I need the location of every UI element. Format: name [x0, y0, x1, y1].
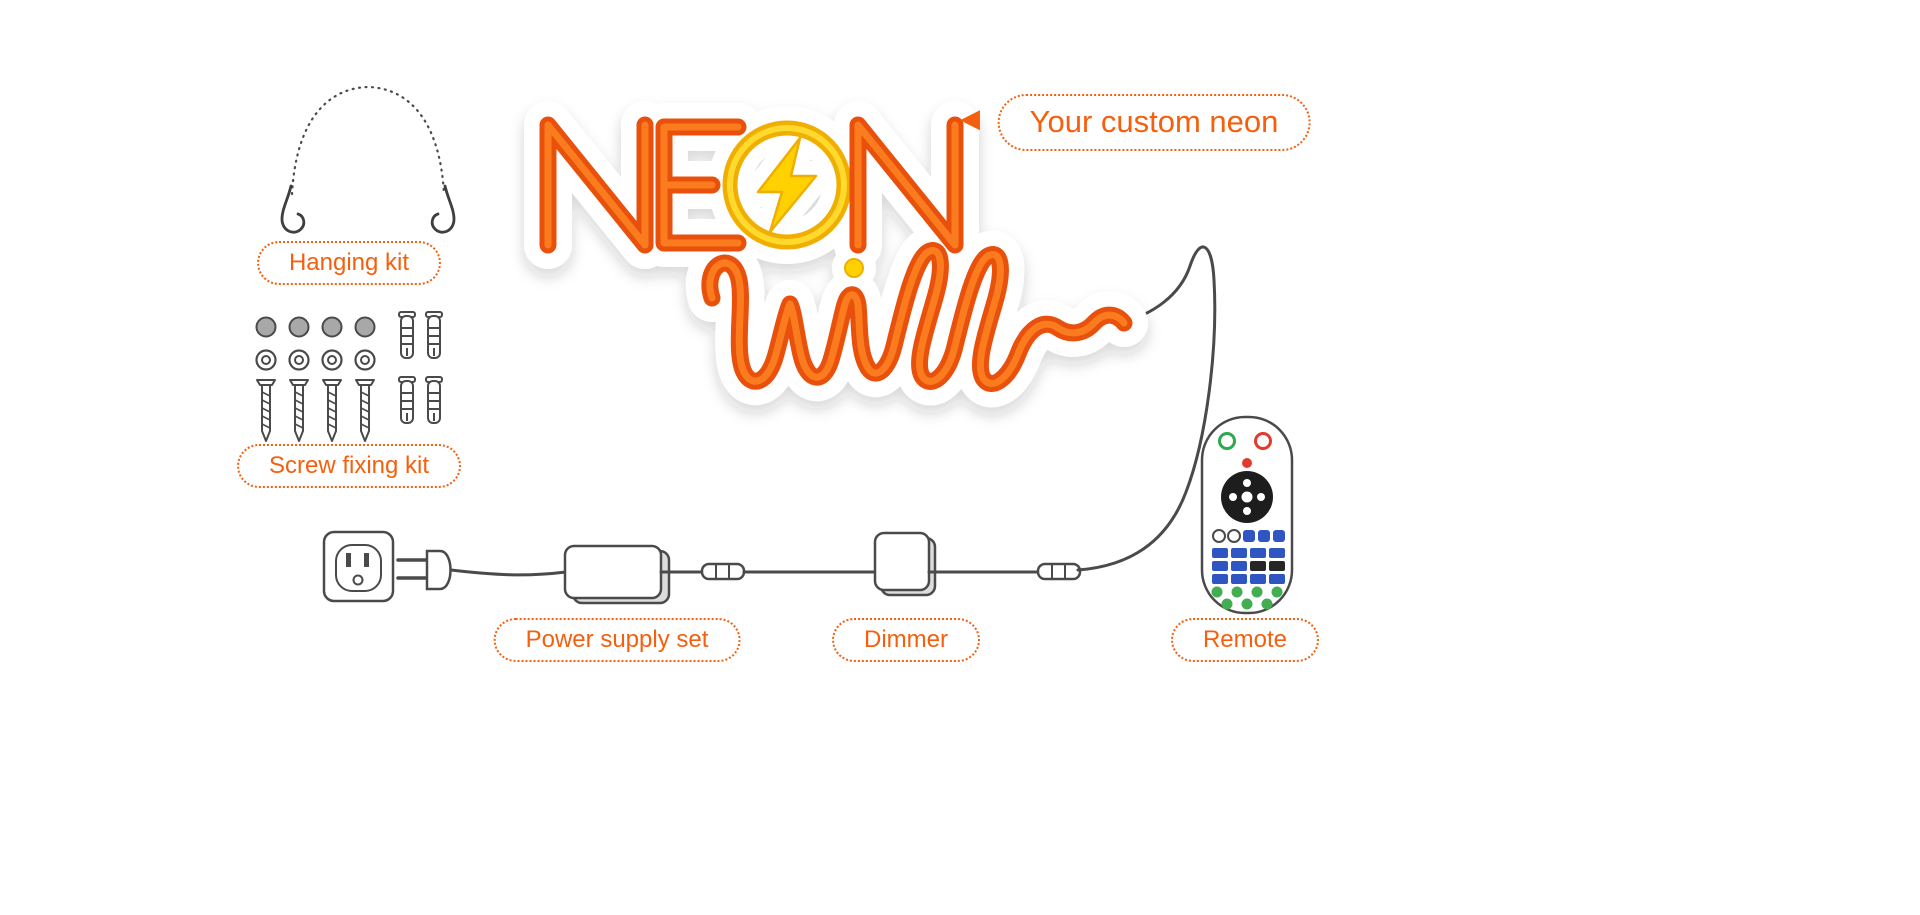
- remote-off-button: [1254, 432, 1272, 450]
- custom-neon-callout-label: Your custom neon: [997, 94, 1311, 151]
- screw-fixing-kit-illustration: [255, 311, 443, 442]
- dimmer-label: Dimmer: [832, 618, 980, 662]
- callout-arrow-icon: ◀: [960, 103, 980, 133]
- neon-word-top: [539, 116, 964, 254]
- remote-illustration: [1200, 415, 1294, 615]
- cable-connector-1: [700, 562, 746, 581]
- neon-sign-cable: [1076, 245, 1217, 572]
- power-chain: [322, 245, 1217, 605]
- hanging-cord: [290, 85, 446, 196]
- power-plug-illustration: [396, 549, 452, 591]
- remote-green-keys: [1211, 586, 1283, 610]
- lightning-bolt-icon: [756, 136, 818, 234]
- hook-left-icon: [280, 184, 306, 234]
- neon-word-bottom: [701, 242, 1133, 392]
- dimmer-illustration: [873, 531, 937, 597]
- cable-connector-2: [1036, 562, 1082, 581]
- remote-color-keys: [1212, 548, 1285, 584]
- remote-indicator-dot: [1242, 458, 1252, 468]
- wall-outlet-illustration: [322, 530, 395, 603]
- hanging-kit-illustration: [280, 85, 456, 234]
- remote-dpad: [1221, 471, 1273, 523]
- plug-cable: [449, 568, 568, 577]
- screw-fixing-kit-label: Screw fixing kit: [236, 444, 462, 488]
- hook-right-icon: [430, 184, 456, 234]
- remote-label: Remote: [1170, 618, 1320, 662]
- hanging-kit-label: Hanging kit: [256, 241, 442, 285]
- i-dot: [844, 258, 864, 278]
- remote-function-row: [1212, 529, 1285, 543]
- power-adapter-illustration: [563, 544, 671, 605]
- remote-on-button: [1218, 432, 1236, 450]
- custom-neon-sign: [524, 101, 1148, 408]
- power-supply-label: Power supply set: [493, 618, 741, 662]
